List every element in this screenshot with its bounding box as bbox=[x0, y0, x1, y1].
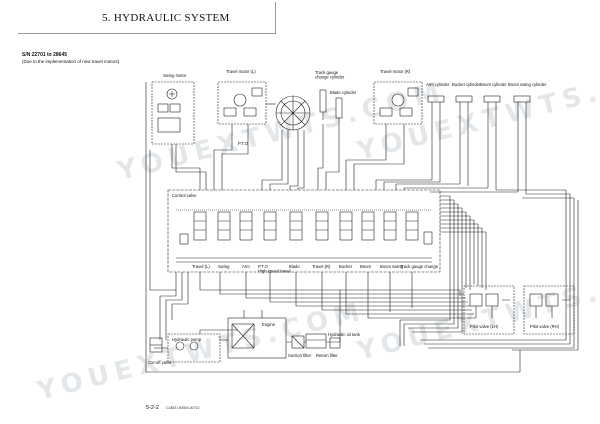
boom-cylinder bbox=[483, 95, 501, 103]
control-valve-spools bbox=[179, 211, 433, 245]
return-filter-label: Return filter bbox=[316, 353, 338, 358]
arm-cylinder bbox=[427, 95, 445, 103]
page-number: 5-2-2 bbox=[146, 405, 159, 411]
pto-label: P.T.O bbox=[238, 141, 249, 146]
travel-motor-r-label: Travel motor (R) bbox=[380, 69, 411, 74]
hydraulic-oil-tank-label: Hydraulic oil tank bbox=[328, 332, 361, 337]
document-code: C1853 UM304-00710 bbox=[166, 406, 200, 410]
engine-label: Engine bbox=[262, 322, 276, 327]
travel-motor-l-box bbox=[217, 81, 267, 125]
header-box: 5. HYDRAULIC SYSTEM bbox=[18, 2, 276, 34]
section-label: Swing bbox=[218, 264, 230, 269]
blade-cylinder-label: Blade cylinder bbox=[330, 90, 357, 95]
boom-cylinder-label: Boom cylinder bbox=[480, 82, 507, 87]
section-label: Arm bbox=[242, 264, 250, 269]
revision-note: (Due to the implementation of new travel… bbox=[22, 59, 120, 64]
control-valve-label: Control valve bbox=[172, 193, 197, 198]
arm-cylinder-label: Arm cylinder bbox=[426, 82, 450, 87]
suction-filter-label: Suction filter bbox=[288, 353, 312, 358]
control-valve-box bbox=[167, 189, 441, 273]
boom-swing-cylinder-label: Boom swing cylinder bbox=[508, 82, 547, 87]
section-label: Blade bbox=[289, 264, 300, 269]
pilot-valve-rh-box bbox=[523, 285, 575, 335]
hydraulic-oil-tank bbox=[305, 333, 327, 349]
section-label: Travel (R) bbox=[312, 264, 331, 269]
hydraulic-pump-label: Hydraulic pump bbox=[172, 337, 202, 342]
swing-motor-symbol bbox=[166, 88, 178, 100]
section-label: Boom bbox=[360, 264, 371, 269]
engine-box bbox=[227, 317, 287, 359]
pilot-valve-lh-box bbox=[463, 285, 515, 335]
section-label: Travel (L) bbox=[192, 264, 210, 269]
pilot-valve-rh-label: Pilot valve (RH) bbox=[530, 324, 560, 329]
travel-motor-l-label: Travel motor (L) bbox=[226, 69, 256, 74]
boom-swing-cylinder bbox=[513, 95, 531, 103]
watermark-text: YOUEXTWTS.COM bbox=[33, 296, 368, 407]
swing-motor-label: Swing motor bbox=[163, 73, 187, 78]
component-labels: Swing motor Travel motor (L) Track gauge… bbox=[148, 69, 560, 365]
section-label: Bucket bbox=[339, 264, 353, 269]
section-title: 5. HYDRAULIC SYSTEM bbox=[102, 12, 230, 24]
bucket-cylinder-label: Bucket cylinder bbox=[452, 82, 481, 87]
section-label: Boom swing bbox=[380, 264, 403, 269]
swing-motor-box bbox=[151, 81, 195, 145]
pilot-valve-lh-label: Pilot valve (LH) bbox=[470, 324, 499, 329]
serial-range: S/N 22701 to 28645 bbox=[22, 52, 68, 58]
cut-off-valve-label: Cut-off valve bbox=[148, 360, 172, 365]
bucket-cylinder bbox=[455, 95, 473, 103]
section-label: Track gauge change bbox=[400, 264, 439, 269]
travel-motor-r-box bbox=[373, 81, 423, 125]
watermark-text: YOUEXTWTS.COM bbox=[353, 256, 600, 367]
return-filter bbox=[329, 337, 341, 349]
